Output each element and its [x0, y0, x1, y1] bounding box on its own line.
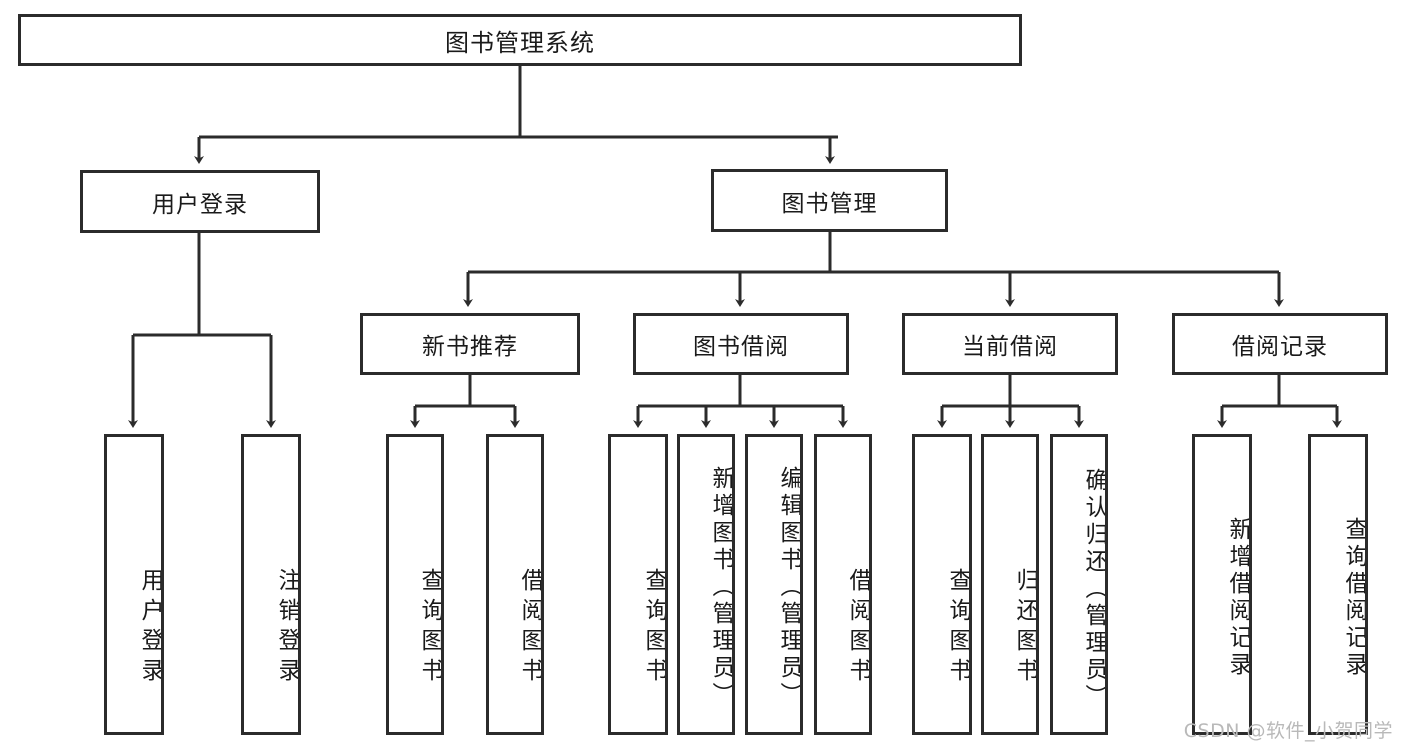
leaf-borrow-book[interactable]: 借阅图书: [814, 434, 872, 735]
node-label: 编辑图书（管理员）: [776, 466, 802, 709]
node-book-management[interactable]: 图书管理: [711, 169, 948, 232]
leaf-add-borrow-record[interactable]: 新增借阅记录: [1192, 434, 1252, 735]
node-book-borrow[interactable]: 图书借阅: [633, 313, 849, 375]
node-label: 查询借阅记录: [1341, 516, 1367, 679]
node-label: 当前借阅: [962, 334, 1058, 360]
node-label: 查询图书: [641, 567, 667, 688]
leaf-confirm-return-admin[interactable]: 确认归还（管理员）: [1050, 434, 1108, 735]
leaf-user-login[interactable]: 用户登录: [104, 434, 164, 735]
node-borrow-records[interactable]: 借阅记录: [1172, 313, 1388, 375]
watermark-text: CSDN @软件_小贺同学: [1183, 720, 1393, 742]
node-label: 用户登录: [137, 567, 163, 688]
node-root-system[interactable]: 图书管理系统: [18, 14, 1022, 66]
node-label: 新书推荐: [422, 334, 518, 360]
leaf-borrow-book-recommend[interactable]: 借阅图书: [486, 434, 544, 735]
node-label: 用户登录: [152, 191, 248, 218]
leaf-add-book-admin[interactable]: 新增图书（管理员）: [677, 434, 735, 735]
node-current-borrow[interactable]: 当前借阅: [902, 313, 1118, 375]
leaf-logout[interactable]: 注销登录: [241, 434, 301, 735]
node-label: 确认归还（管理员）: [1081, 468, 1107, 711]
node-label: 图书管理系统: [445, 28, 595, 57]
node-label: 图书借阅: [693, 334, 789, 360]
node-label: 图书管理: [781, 190, 878, 217]
node-label: 借阅图书: [517, 567, 543, 688]
leaf-query-borrow-record[interactable]: 查询借阅记录: [1308, 434, 1368, 735]
node-label: 注销登录: [274, 567, 300, 688]
node-label: 查询图书: [417, 567, 443, 688]
node-label: 新增借阅记录: [1225, 516, 1251, 679]
node-label: 新增图书（管理员）: [708, 466, 734, 709]
node-user-login[interactable]: 用户登录: [80, 170, 320, 233]
leaf-query-book-borrow[interactable]: 查询图书: [608, 434, 668, 735]
leaf-query-book-recommend[interactable]: 查询图书: [386, 434, 444, 735]
node-label: 借阅记录: [1232, 334, 1328, 360]
node-label: 借阅图书: [845, 567, 871, 688]
node-new-book-recommend[interactable]: 新书推荐: [360, 313, 580, 375]
node-label: 归还图书: [1012, 567, 1038, 688]
node-label: 查询图书: [945, 567, 971, 688]
leaf-query-book-current[interactable]: 查询图书: [912, 434, 972, 735]
leaf-edit-book-admin[interactable]: 编辑图书（管理员）: [745, 434, 803, 735]
leaf-return-book[interactable]: 归还图书: [981, 434, 1039, 735]
